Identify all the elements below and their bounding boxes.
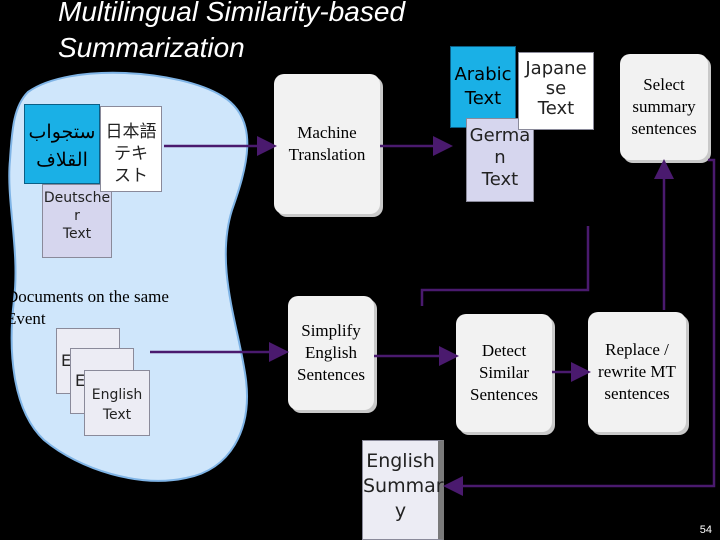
replace-line-1: Replace / <box>605 340 669 359</box>
machine-translation-line-2: Translation <box>288 145 366 164</box>
simplify-line-1: Simplify <box>301 321 361 340</box>
english-doc-front-line-2: Text <box>102 407 132 423</box>
japanese-source-doc: 日本語 テキ スト <box>100 106 162 192</box>
documents-caption: Documents on the same Event <box>6 286 226 330</box>
simplify-step: Simplify English Sentences <box>288 296 374 410</box>
title-line-1: Multilingual Similarity-based <box>58 0 406 27</box>
replace-rewrite-step: Replace / rewrite MT sentences <box>588 312 686 432</box>
detect-line-2: Similar <box>478 363 530 382</box>
simplify-line-2: English <box>305 343 357 362</box>
detect-line-1: Detect <box>481 341 527 360</box>
german-translated-line-1: Germa <box>469 125 531 146</box>
german-source-line-1: Deutsche <box>43 190 111 206</box>
japanese-translated-line-3: Text <box>537 98 575 119</box>
replace-line-3: sentences <box>604 384 670 403</box>
arrow-translated-to-detect <box>420 226 590 306</box>
summary-line-1: English <box>366 450 435 472</box>
german-source-line-2: r <box>74 208 80 224</box>
select-line-3: sentences <box>631 119 697 138</box>
japanese-source-line-1: 日本語 <box>105 122 157 142</box>
select-line-1: Select <box>643 75 685 94</box>
caption-line-1: Documents on the same <box>6 287 169 306</box>
detect-line-3: Sentences <box>470 385 538 404</box>
german-translated-doc: Germa n Text <box>466 118 534 202</box>
japanese-source-line-3: スト <box>114 166 148 186</box>
arabic-translated-line-1: Arabic <box>454 64 512 85</box>
select-line-2: summary <box>632 97 696 116</box>
arabic-source-line-2: القلاف <box>36 150 88 171</box>
arabic-source-doc: ستجواب القلاف <box>24 104 100 184</box>
german-translated-line-2: n <box>494 147 506 168</box>
japanese-translated-line-1: Japane <box>525 58 587 79</box>
german-source-doc: Deutsche r Text <box>42 184 112 258</box>
simplify-line-3: Sentences <box>297 365 365 384</box>
summary-line-2: Summar <box>363 475 444 497</box>
english-doc-front-line-1: English <box>91 387 143 403</box>
japanese-source-line-2: テキ <box>114 144 148 164</box>
english-doc-front: English Text <box>84 370 150 436</box>
machine-translation-line-1: Machine <box>297 123 357 142</box>
german-source-line-3: Text <box>62 226 92 242</box>
japanese-translated-line-2: se <box>545 78 567 99</box>
page-number: 54 <box>699 524 712 536</box>
summary-line-3: y <box>394 500 407 522</box>
english-doc-middle-label: E <box>75 371 86 390</box>
arabic-source-line-1: ستجواب <box>28 122 96 143</box>
replace-line-2: rewrite MT <box>598 362 676 381</box>
caption-line-2: Event <box>6 309 46 328</box>
select-summary-step: Select summary sentences <box>620 54 708 160</box>
arrow-select-to-summary <box>443 158 716 496</box>
english-summary-output: English Summar y <box>362 440 444 540</box>
arabic-translated-line-2: Text <box>464 88 502 109</box>
detect-similar-step: Detect Similar Sentences <box>456 314 552 432</box>
machine-translation-step: Machine Translation <box>274 74 380 214</box>
title-line-2: Summarization <box>58 32 245 63</box>
japanese-translated-doc: Japane se Text <box>518 52 594 130</box>
english-doc-back-label: E <box>61 351 72 370</box>
german-translated-line-3: Text <box>481 169 519 190</box>
slide-title: Multilingual Similarity-based Summarizat… <box>58 0 498 66</box>
